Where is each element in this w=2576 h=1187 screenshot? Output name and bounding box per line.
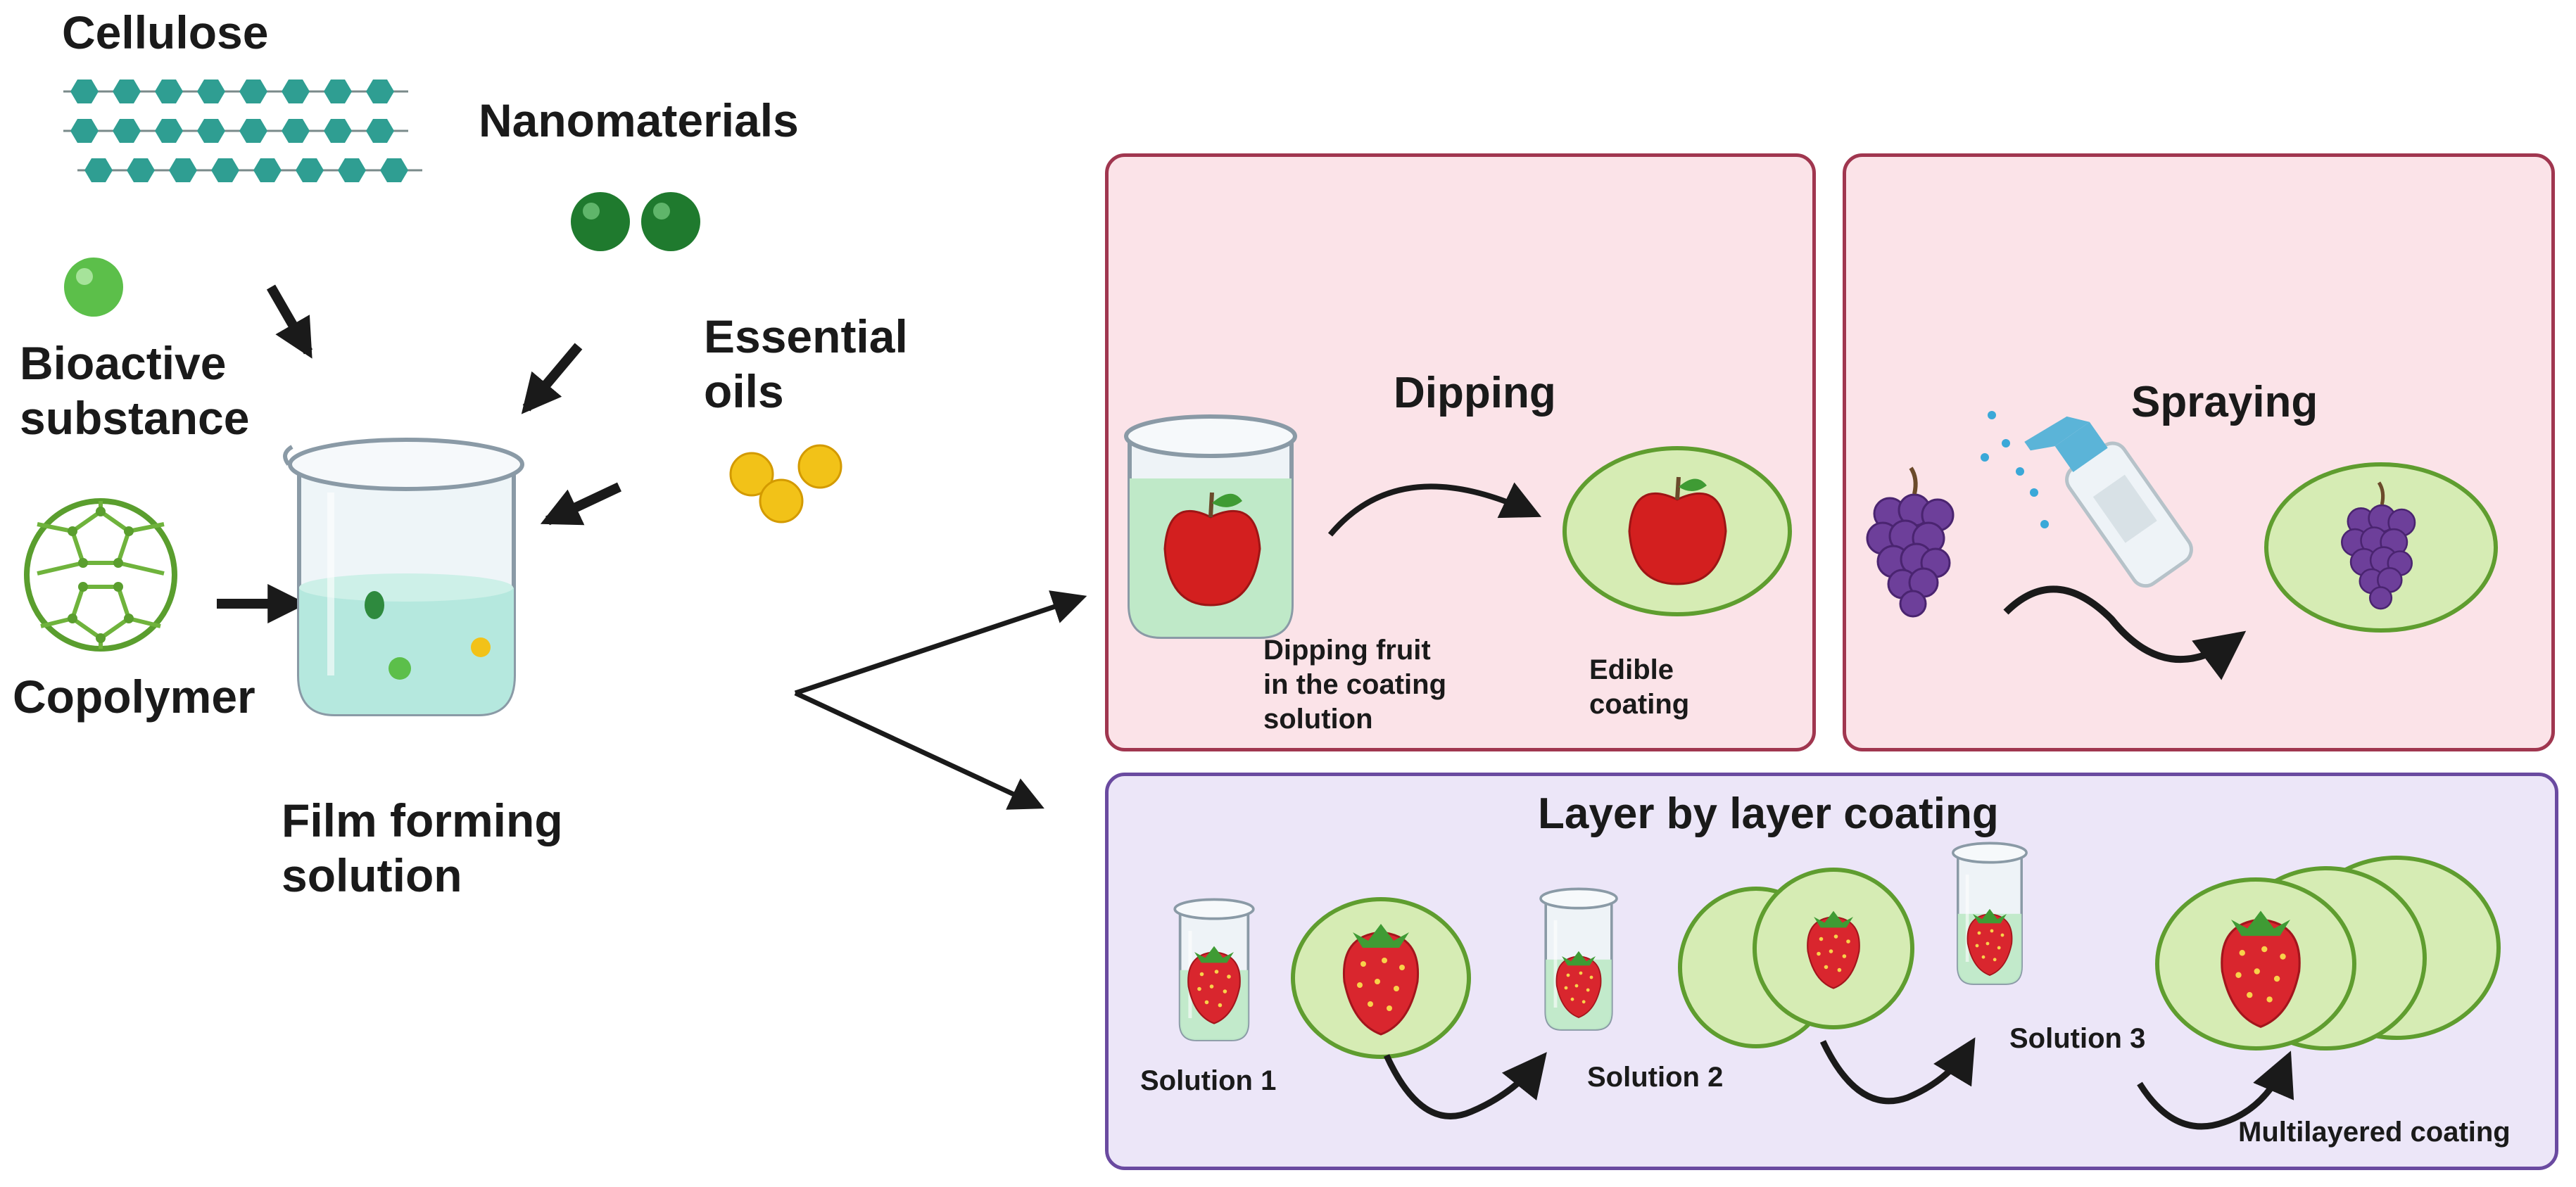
copolymer-icon	[24, 498, 177, 652]
solution-1-label: Solution 1	[1140, 1065, 1277, 1096]
lbl-coated-strawberry-1	[1291, 897, 1471, 1059]
ingredient-arrows	[217, 284, 621, 623]
multilayered-coating-label: Multilayered coating	[2238, 1117, 2511, 1148]
spraying-coated-grapes	[2264, 462, 2498, 633]
bioactive-substance-icon	[64, 258, 123, 317]
essential-oils-icon	[729, 444, 842, 523]
lbl-arrow-2	[1819, 1037, 1976, 1105]
cellulose-icon	[62, 80, 424, 184]
lbl-coated-strawberry-2	[1678, 868, 1914, 1048]
layer-by-layer-title: Layer by layer coating	[1538, 789, 1999, 838]
spray-bottle-icon	[1981, 411, 2193, 588]
edible-coating-label: Edible coating	[1589, 654, 1690, 720]
copolymer-label: Copolymer	[13, 671, 255, 723]
branch-arrows	[794, 590, 1087, 810]
solution-3-label: Solution 3	[2009, 1023, 2146, 1054]
spraying-grapes	[1867, 468, 1953, 616]
solution-2-label: Solution 2	[1587, 1062, 1724, 1093]
essential-oils-label: Essential oils	[704, 310, 908, 417]
lbl-arrow-3	[2137, 1050, 2294, 1130]
nanomaterials-icon	[571, 192, 700, 251]
film-forming-solution-label: Film forming solution	[282, 794, 563, 901]
lbl-beaker-1	[1175, 899, 1254, 1040]
lbl-multilayer-strawberry	[2155, 856, 2501, 1050]
spraying-arrow	[2003, 585, 2247, 680]
lbl-arrow-1	[1383, 1052, 1547, 1119]
bioactive-substance-label: Bioactive substance	[20, 337, 250, 444]
dipping-arrow	[1327, 482, 1542, 537]
lbl-beaker-3	[1953, 843, 2026, 984]
cellulose-label: Cellulose	[62, 6, 269, 58]
dipping-step-label: Dipping fruit in the coating solution	[1263, 635, 1446, 735]
spraying-title: Spraying	[2131, 378, 2318, 426]
nanomaterials-label: Nanomaterials	[479, 94, 799, 146]
film-solution-beaker	[283, 438, 524, 716]
dipping-beaker-with-apple	[1124, 414, 1297, 639]
dipping-coated-apple	[1562, 446, 1792, 616]
dipping-title: Dipping	[1394, 369, 1556, 417]
lbl-beaker-2	[1541, 889, 1617, 1029]
